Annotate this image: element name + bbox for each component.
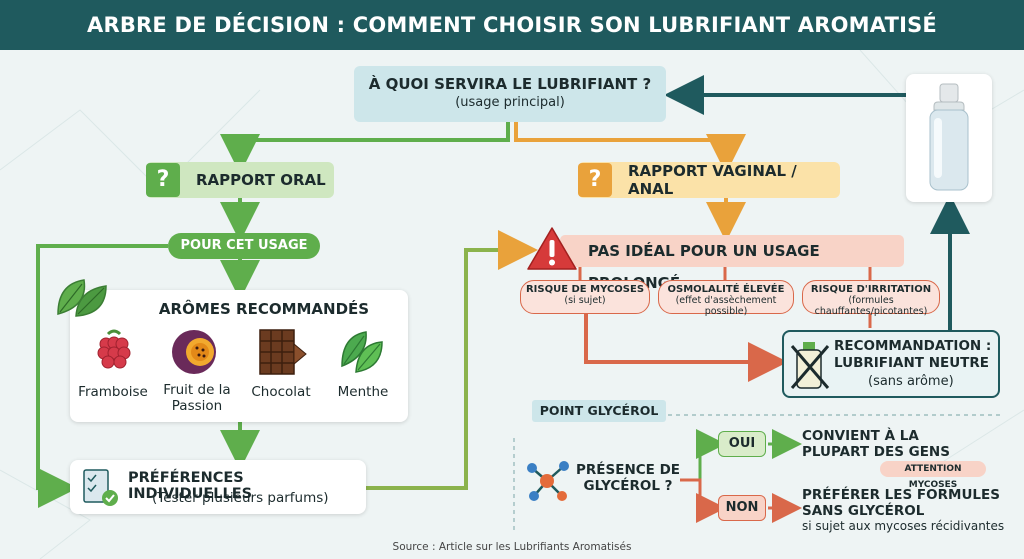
preferences-title: PRÉFÉRENCES INDIVIDUELLES [128,470,253,502]
arome-label: Menthe [337,384,389,400]
recommendation-title-line1: RECOMMANDATION : [834,338,992,354]
no-fragrance-bottle-icon [790,342,830,389]
root-question-subtitle: (usage principal) [455,95,565,110]
arome-label: Chocolat [251,384,311,400]
question-icon: ? [146,163,180,197]
preferences-subtitle: (Tester plusieurs parfums) [152,490,329,506]
risk-mycoses: RISQUE DE MYCOSES (si sujet) [520,280,650,314]
recommendation-title-line2: LUBRIFIANT NEUTRE [834,355,989,371]
glycerol-question-line2: GLYCÉROL ? [583,478,673,494]
no-outcome-line2: SANS GLYCÉROL [802,503,925,519]
preferences-card: PRÉFÉRENCES INDIVIDUELLES (Tester plusie… [70,460,366,514]
passion-fruit-icon [172,330,216,374]
bottle-icon [929,83,969,191]
yes-outcome: CONVIENT À LA PLUPART DES GENS [802,428,950,460]
aromes-title: ARÔMES RECOMMANDÉS [158,300,370,318]
page-title: ARBRE DE DÉCISION : COMMENT CHOISIR SON … [0,0,1024,50]
risk-detail: (si sujet) [564,295,606,306]
no-outcome-line1: PRÉFÉRER LES FORMULES [802,487,1000,503]
warning-box: PAS IDÉAL POUR UN USAGE PROLONGÉ [560,235,904,292]
risk-title: OSMOLALITÉ ÉLEVÉE [667,284,785,295]
yes-outcome-line1: CONVIENT À LA [802,428,919,444]
yes-outcome-line2: PLUPART DES GENS [802,444,950,460]
risk-irritation: RISQUE D'IRRITATION (formules chauffante… [802,280,940,317]
risk-title: RISQUE D'IRRITATION [810,284,932,295]
question-icon: ? [578,163,612,197]
source-note: Source : Article sur les Lubrifiants Aro… [392,541,632,553]
glycerol-tag: POINT GLYCÉROL [532,400,666,422]
bottle-card [906,74,992,202]
no-bubble: NON [718,495,766,521]
raspberry-icon [97,329,131,369]
oral-branch-label: RAPPORT ORAL [196,171,326,189]
risk-title: RISQUE DE MYCOSES [525,284,645,295]
chocolate-icon [259,329,307,375]
no-outcome: PRÉFÉRER LES FORMULES SANS GLYCÉROL [802,487,1000,519]
recommendation-subtitle: (sans arôme) [868,374,954,389]
yes-bubble: OUI [718,431,766,457]
risk-osmolality: OSMOLALITÉ ÉLEVÉE (effet d'assèchement p… [658,280,794,317]
mint-leaf-icon [341,331,383,373]
root-question: À QUOI SERVIRA LE LUBRIFIANT ? (usage pr… [354,66,666,122]
arome-label: Framboise [78,384,148,400]
arome-label: Fruit de la Passion [163,382,231,414]
glycerol-question-line1: PRÉSENCE DE [576,462,681,478]
vaginal-branch-label: RAPPORT VAGINAL / ANAL [628,162,797,198]
aromes-card: ARÔMES RECOMMANDÉS Framboise Fruit de la… [70,290,408,422]
mycoses-warning-badge: ATTENTION MYCOSES [880,461,986,490]
molecule-icon [527,461,569,501]
usage-pill: POUR CET USAGE [168,233,320,259]
risk-detail: (effet d'assèchement possible) [675,295,777,317]
leaf-icon [57,279,107,317]
vaginal-branch-node: RAPPORT VAGINAL / ANAL [578,162,840,198]
recommendation-box: RECOMMANDATION : LUBRIFIANT NEUTRE (sans… [782,330,1000,398]
checklist-icon [83,469,118,506]
root-question-title: À QUOI SERVIRA LE LUBRIFIANT ? [368,75,652,93]
glycerol-question: PRÉSENCE DE GLYCÉROL ? [576,462,680,494]
risk-detail: (formules chauffantes/picotantes) [814,295,928,317]
no-outcome-detail: si sujet aux mycoses récidivantes [802,519,1005,533]
warning-icon [527,227,577,270]
